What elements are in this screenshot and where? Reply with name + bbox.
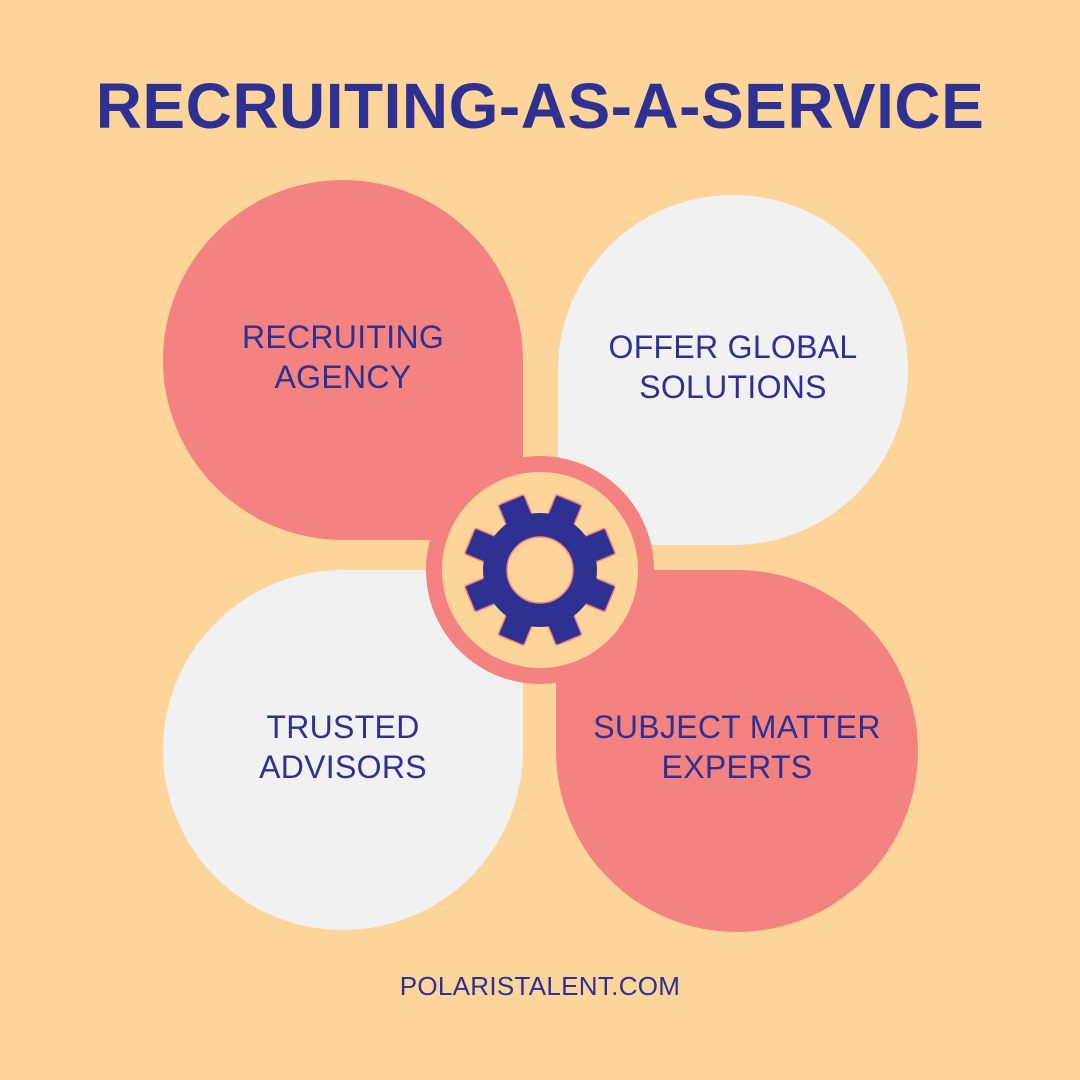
- petal-label-line: SUBJECT MATTER: [593, 709, 881, 745]
- petal-label-line: TRUSTED: [266, 709, 420, 745]
- petal-label-offer-global-solutions: OFFER GLOBAL SOLUTIONS: [558, 327, 908, 407]
- petal-label-line: EXPERTS: [661, 749, 813, 785]
- petal-label-line: ADVISORS: [259, 749, 427, 785]
- gear-hole: [506, 536, 574, 604]
- page-title: RECRUITING-AS-A-SERVICE: [95, 70, 985, 142]
- petal-label-line: SOLUTIONS: [639, 369, 827, 405]
- petal-label-line: OFFER GLOBAL: [608, 329, 858, 365]
- gear-icon: [464, 494, 616, 646]
- footer-website: POLARISTALENT.COM: [399, 971, 681, 1001]
- petal-label-line: RECRUITING: [241, 319, 445, 355]
- petal-label-line: AGENCY: [274, 359, 412, 395]
- petal-label-recruiting-agency: RECRUITING AGENCY: [163, 317, 523, 397]
- petal-label-trusted-advisors: TRUSTED ADVISORS: [163, 707, 523, 787]
- petal-label-subject-matter-experts: SUBJECT MATTER EXPERTS: [556, 707, 918, 787]
- petal-recruiting-agency: [163, 180, 523, 540]
